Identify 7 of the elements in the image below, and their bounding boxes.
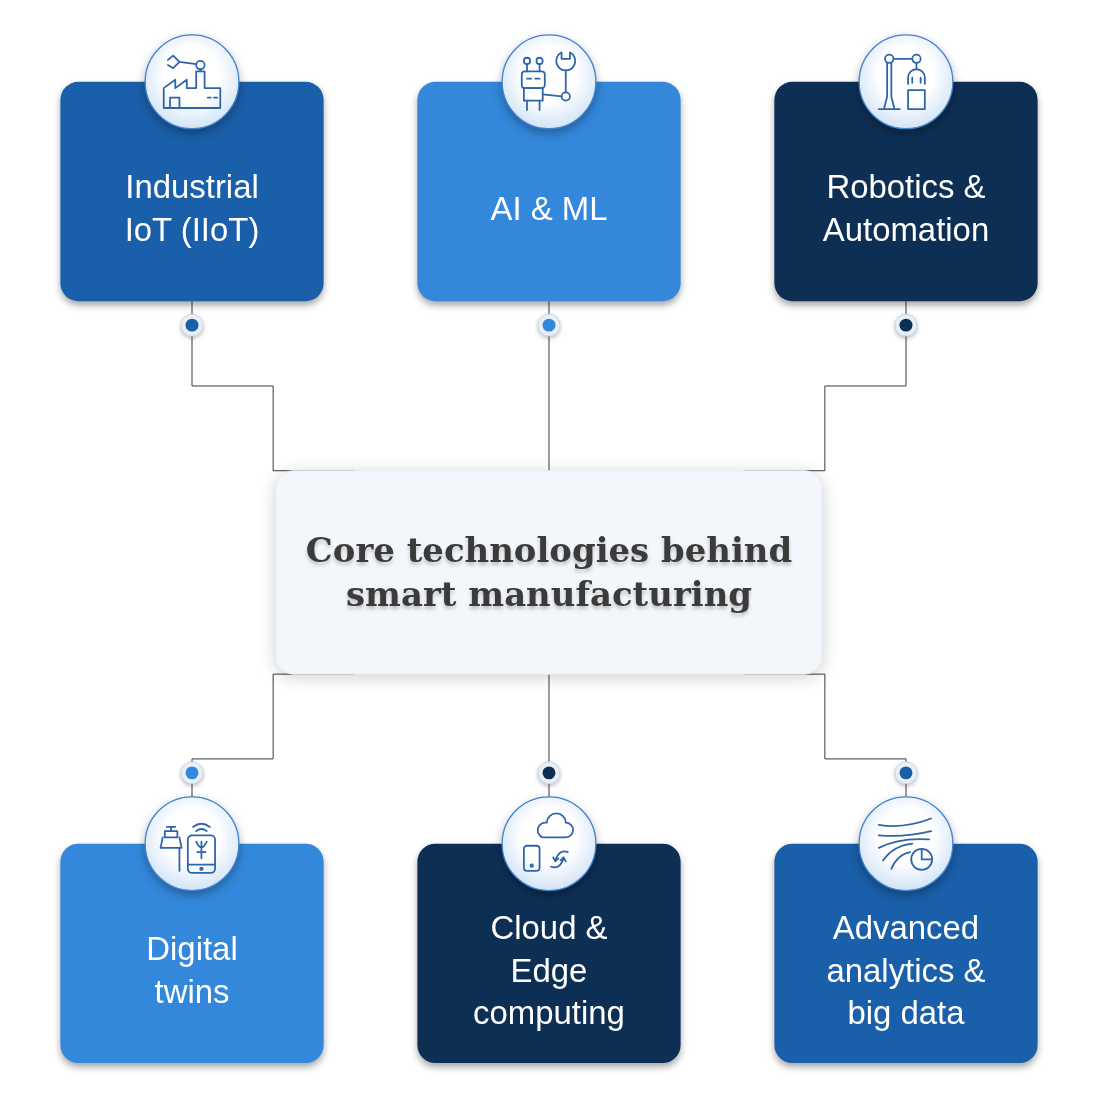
node-box: Digital twins <box>60 843 324 1064</box>
node-box: AI & ML <box>417 81 681 302</box>
connector <box>548 300 550 472</box>
node-box: Advanced analytics & big data <box>774 843 1038 1064</box>
node-box: Core technologies behind smart manufacturing <box>275 470 823 675</box>
node-box: Industrial IoT (IIoT) <box>60 81 324 302</box>
node-box: Robotics & Automation <box>774 81 1038 302</box>
